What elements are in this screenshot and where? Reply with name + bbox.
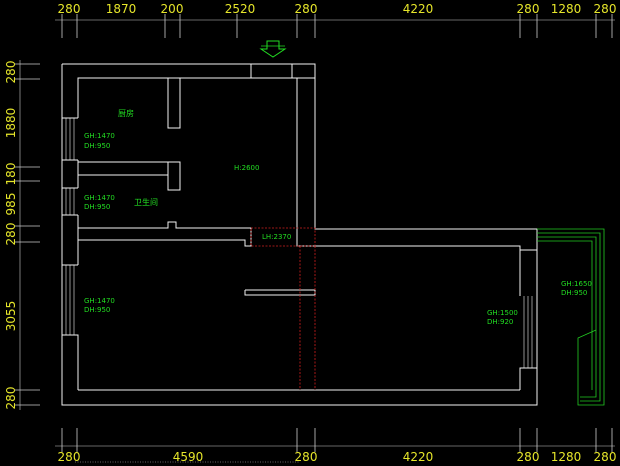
window-4-dh: DH:920 bbox=[487, 318, 513, 326]
top-dim-7: 1280 bbox=[551, 2, 582, 16]
window-3-dh: DH:950 bbox=[84, 306, 110, 314]
bottom-dim-6: 280 bbox=[594, 450, 617, 464]
left-dim-2: 180 bbox=[4, 163, 18, 186]
left-dim-3: 985 bbox=[4, 193, 18, 216]
window-2-dh: DH:950 bbox=[84, 203, 110, 211]
bottom-dimension-chain: 280 4590 280 4220 280 1280 280 bbox=[55, 428, 616, 464]
top-dim-8: 280 bbox=[594, 2, 617, 16]
window-1-gh: GH:1470 bbox=[84, 132, 115, 140]
window-2-gh: GH:1470 bbox=[84, 194, 115, 202]
left-dim-1: 1880 bbox=[4, 108, 18, 139]
window-4-gh: GH:1500 bbox=[487, 309, 518, 317]
bottom-dim-3: 4220 bbox=[403, 450, 434, 464]
walls bbox=[61, 63, 538, 406]
bottom-dim-4: 280 bbox=[517, 450, 540, 464]
entrance-arrow-icon bbox=[259, 40, 287, 58]
top-dim-1: 1870 bbox=[106, 2, 137, 16]
room-label-bathroom: 卫生间 bbox=[134, 197, 158, 207]
left-dim-6: 280 bbox=[4, 387, 18, 410]
bottom-dim-0: 280 bbox=[58, 450, 81, 464]
left-dim-4: 280 bbox=[4, 223, 18, 246]
window-3-gh: GH:1470 bbox=[84, 297, 115, 305]
top-dim-6: 280 bbox=[517, 2, 540, 16]
top-dim-3: 2520 bbox=[225, 2, 256, 16]
window-5-gh: GH:1650 bbox=[561, 280, 592, 288]
left-dim-0: 280 bbox=[4, 61, 18, 84]
room-label-kitchen: 厨房 bbox=[118, 108, 134, 118]
top-dim-4: 280 bbox=[295, 2, 318, 16]
beam-lines bbox=[250, 227, 316, 390]
top-dimension-chain: 280 1870 200 2520 280 4220 280 1280 280 bbox=[55, 2, 616, 38]
top-dim-0: 280 bbox=[58, 2, 81, 16]
left-dim-5: 3055 bbox=[4, 301, 18, 332]
beam-height-label: LH:2370 bbox=[262, 233, 291, 241]
window-5-dh: DH:950 bbox=[561, 289, 587, 297]
bottom-dim-1: 4590 bbox=[173, 450, 204, 464]
top-dim-2: 200 bbox=[161, 2, 184, 16]
top-dim-5: 4220 bbox=[403, 2, 434, 16]
ceiling-height-label: H:2600 bbox=[234, 164, 259, 172]
bay-window bbox=[537, 228, 605, 406]
bottom-dim-5: 1280 bbox=[551, 450, 582, 464]
bottom-dim-2: 280 bbox=[295, 450, 318, 464]
left-dimension-chain: 280 1880 180 985 280 3055 280 bbox=[4, 60, 40, 410]
window-1-dh: DH:950 bbox=[84, 142, 110, 150]
